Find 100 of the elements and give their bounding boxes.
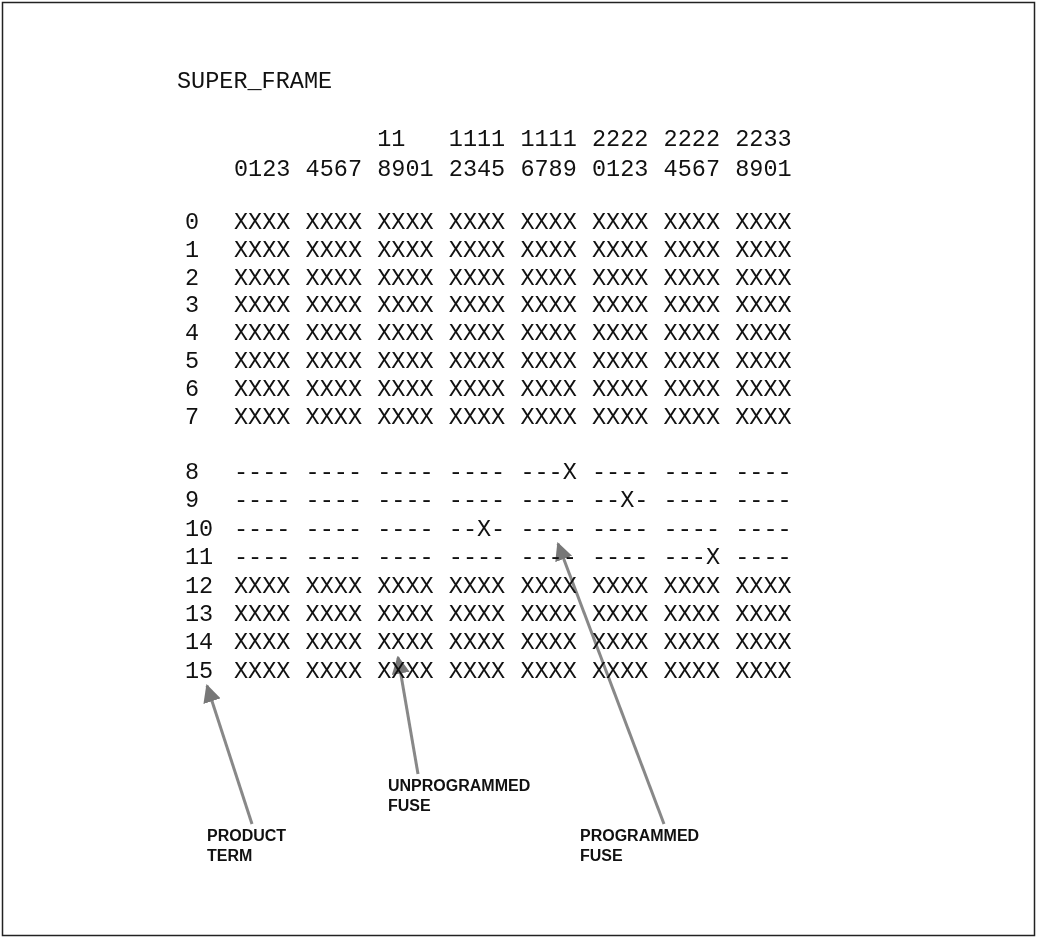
fuse-group: --X-	[592, 487, 649, 516]
fuse-group: XXXX	[735, 320, 792, 349]
callout-label: PROGRAMMED FUSE	[580, 826, 720, 866]
fuse-group: XXXX	[520, 403, 577, 432]
fuse-group: ----	[520, 515, 577, 544]
fuse-group: XXXX	[377, 348, 434, 376]
fuse-group: XXXX	[448, 375, 506, 404]
fuse-group: ----	[520, 544, 577, 573]
fuse-group: XXXX	[592, 403, 649, 432]
column-number: 1111	[520, 126, 577, 154]
fuse-group: XXXX	[448, 629, 506, 658]
fuse-group: ----	[735, 544, 792, 573]
fuse-group: ----	[377, 544, 434, 573]
fuse-group: XXXX	[305, 292, 362, 321]
fuse-group: XXXX	[234, 403, 291, 432]
fuse-group: XXXX	[592, 657, 649, 686]
fuse-group: XXXX	[520, 375, 577, 404]
fuse-group: XXXX	[520, 236, 577, 265]
fuse-group: XXXX	[377, 320, 434, 349]
row-number: 12	[185, 572, 214, 601]
fuse-group: ----	[735, 459, 792, 487]
row-number: 15	[185, 657, 214, 686]
fuse-group: ----	[377, 515, 434, 544]
column-number: 1111	[448, 126, 506, 154]
design-name: SUPER_FRAME	[177, 68, 333, 96]
row-number: 3	[185, 292, 200, 321]
fuse-group: XXXX	[592, 601, 649, 629]
fuse-group: XXXX	[377, 209, 434, 237]
fuse-group: ----	[448, 459, 506, 487]
fuse-group: ----	[305, 544, 362, 573]
leader-arrow	[203, 684, 254, 825]
column-number: 8901	[377, 156, 434, 184]
fuse-group: ----	[592, 515, 649, 544]
fuse-group: XXXX	[735, 403, 792, 432]
fuse-group: XXXX	[305, 601, 362, 629]
fuse-group: ----	[592, 459, 649, 487]
fuse-group: XXXX	[663, 403, 720, 432]
fuse-group: XXXX	[234, 601, 291, 629]
fuse-group: XXXX	[234, 629, 291, 658]
fuse-group: ----	[520, 487, 577, 516]
fuse-group: XXXX	[520, 601, 577, 629]
fuse-group: XXXX	[663, 209, 720, 237]
column-number: 8901	[735, 156, 792, 184]
fuse-group: XXXX	[592, 320, 649, 349]
fuse-group: XXXX	[377, 572, 434, 601]
fuse-group: ----	[735, 515, 792, 544]
fuse-group: ----	[448, 544, 506, 573]
fuse-group: XXXX	[305, 572, 362, 601]
fuse-group: XXXX	[520, 264, 577, 293]
column-number: 0123	[592, 156, 649, 184]
fuse-group: XXXX	[520, 320, 577, 349]
fuse-group: XXXX	[735, 629, 792, 658]
column-number: 4567	[305, 156, 362, 184]
fuse-group: XXXX	[234, 348, 291, 376]
fuse-group: XXXX	[735, 292, 792, 321]
fuse-group: XXXX	[592, 292, 649, 321]
row-number: 1	[185, 236, 200, 265]
row-number: 13	[185, 601, 214, 629]
fuse-group: XXXX	[663, 320, 720, 349]
column-number: 4567	[663, 156, 720, 184]
row-number: 4	[185, 320, 200, 349]
fuse-group: XXXX	[234, 264, 291, 293]
fuse-group: --X-	[448, 515, 506, 544]
fuse-group: XXXX	[520, 572, 577, 601]
fuse-group: ----	[377, 487, 434, 516]
fuse-group: XXXX	[377, 292, 434, 321]
column-number: 2222	[663, 126, 720, 154]
fuse-group: ----	[592, 544, 649, 573]
fuse-group: XXXX	[377, 403, 434, 432]
fuse-group: XXXX	[448, 657, 506, 686]
fuse-group: XXXX	[305, 320, 362, 349]
fuse-group: ----	[234, 459, 291, 487]
row-number: 7	[185, 403, 200, 432]
fuse-group: XXXX	[520, 209, 577, 237]
column-number: 6789	[520, 156, 577, 184]
fuse-group: XXXX	[377, 629, 434, 658]
fuse-group: ----	[305, 487, 362, 516]
row-number: 2	[185, 264, 200, 293]
fuse-group: XXXX	[448, 292, 506, 321]
fuse-group: XXXX	[448, 236, 506, 265]
fuse-group: ---X	[663, 544, 720, 573]
fuse-group: XXXX	[735, 209, 792, 237]
fuse-group: XXXX	[520, 348, 577, 376]
row-number: 11	[185, 544, 214, 573]
row-number: 5	[185, 348, 200, 376]
fuse-group: XXXX	[305, 209, 362, 237]
fuse-group: XXXX	[377, 236, 434, 265]
fuse-group: XXXX	[305, 375, 362, 404]
fuse-group: ----	[377, 459, 434, 487]
row-number: 14	[185, 629, 214, 658]
fuse-group: ----	[663, 487, 720, 516]
fuse-group: XXXX	[448, 601, 506, 629]
fuse-group: XXXX	[448, 320, 506, 349]
row-number: 10	[185, 515, 214, 544]
fuse-group: XXXX	[592, 572, 649, 601]
fuse-group: XXXX	[663, 264, 720, 293]
fuse-group: XXXX	[592, 264, 649, 293]
fuse-group: ----	[234, 487, 291, 516]
fuse-group: XXXX	[592, 375, 649, 404]
row-number: 0	[185, 209, 200, 237]
